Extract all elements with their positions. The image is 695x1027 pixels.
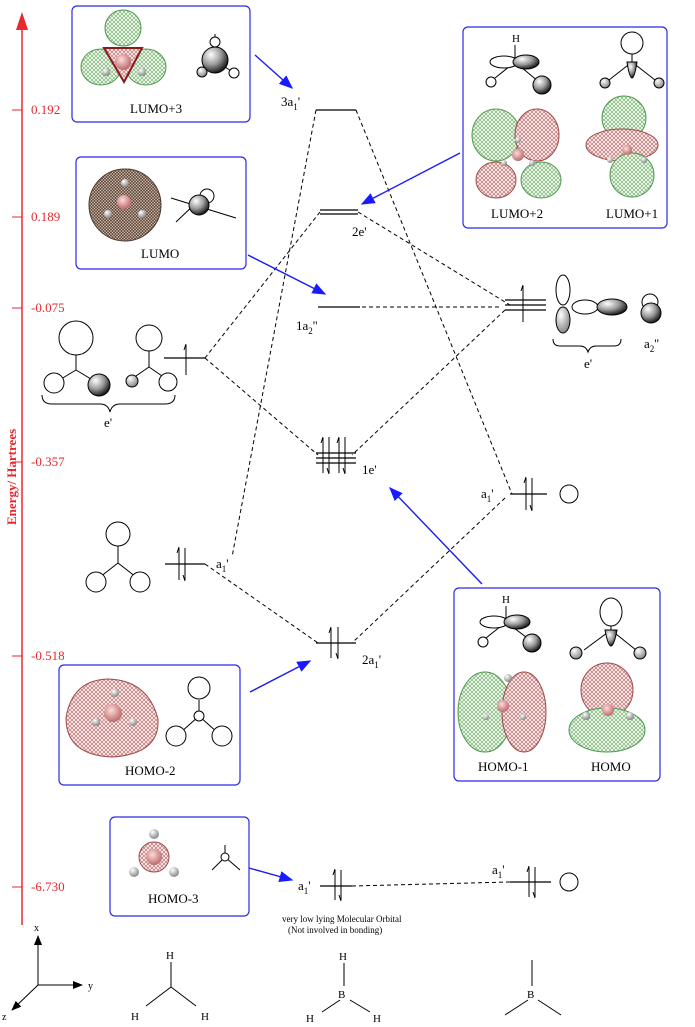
- molecule-b: B: [504, 960, 562, 1016]
- arrow-homo2: [249, 660, 312, 693]
- box-homo1-homo: H HOMO-1 HOMO: [453, 587, 661, 782]
- axis-y-label: y: [88, 981, 93, 992]
- bh3-h-top: H: [339, 951, 347, 963]
- axis-title: Energy/ Hartrees: [4, 429, 19, 525]
- box-homo2-label: HOMO-2: [125, 763, 176, 778]
- box-homo-label: HOMO: [591, 759, 631, 774]
- axis-tick-5: -6.730: [31, 879, 65, 894]
- core-note-1: very low lying Molecular Orbital: [282, 914, 402, 924]
- left-fragment: e' a1': [41, 320, 229, 593]
- box-lumo3: LUMO+3: [71, 5, 251, 123]
- level-2e-label: 2e': [352, 224, 367, 239]
- level-2a1-label: 2a1': [362, 652, 381, 670]
- core-note-2: (Not involved in bonding): [288, 925, 382, 935]
- arrow-lumo3: [254, 54, 294, 89]
- axis-arrow-icon: [16, 12, 28, 30]
- left-a1-label: a1': [216, 556, 229, 574]
- axis-tick-1: 0.189: [31, 209, 60, 224]
- axis-tick-2: -0.075: [31, 300, 65, 315]
- ch3-h-top: H: [166, 950, 174, 962]
- ch3-h-right: H: [201, 1011, 209, 1023]
- mo-levels: 3a1' 2e' 1a2'' 1e' 2a1': [281, 94, 381, 670]
- arrow-homo: [389, 486, 483, 585]
- bh3-h-left: H: [306, 1013, 314, 1025]
- box-homo3: HOMO-3: [109, 816, 250, 917]
- right-e-label: e': [584, 356, 592, 371]
- bh3-b: B: [338, 989, 345, 1001]
- core-left-label: a1': [298, 878, 311, 896]
- box-lumo2-h: H: [512, 33, 520, 45]
- blue-arrows: [247, 54, 483, 883]
- core-levels: a1' a1' very low lying Molecular Orbital…: [282, 862, 579, 935]
- core-right-label: a1': [492, 862, 505, 880]
- axis-tick-0: 0.192: [31, 102, 60, 117]
- box-lumo2-lumo1: H LUMO+2 LUMO+1: [462, 26, 668, 229]
- molecule-ch3: H H H: [131, 950, 209, 1023]
- level-1a2-label: 1a2'': [296, 318, 317, 336]
- level-1e: [316, 436, 356, 475]
- correlation-lines: [204, 109, 513, 887]
- right-fragment: e' a2'' a1': [481, 274, 662, 512]
- level-2a1: [316, 626, 356, 660]
- box-lumo3-label: LUMO+3: [130, 101, 182, 116]
- ch3-h-left: H: [131, 1011, 139, 1023]
- arrow-lumo2: [360, 152, 461, 205]
- arrow-homo3: [248, 867, 294, 883]
- box-homo1-label: HOMO-1: [478, 759, 529, 774]
- energy-axis: 0.192 0.189 -0.075 -0.357 -0.518 -6.730 …: [4, 12, 65, 925]
- box-lumo2-label: LUMO+2: [491, 206, 543, 221]
- bh3-h-right: H: [373, 1013, 381, 1025]
- coordinate-axes: x y z: [2, 923, 93, 1023]
- level-1e-label: 1e': [362, 462, 377, 477]
- axis-z-label: z: [2, 1012, 7, 1023]
- box-homo2: HOMO-2: [58, 664, 241, 786]
- axis-tick-4: -0.518: [31, 648, 65, 663]
- box-lumo-label: LUMO: [141, 246, 179, 261]
- axis-x-label: x: [34, 923, 39, 934]
- level-3a1-label: 3a1': [281, 94, 300, 112]
- box-homo3-label: HOMO-3: [148, 891, 199, 906]
- right-a1-label: a1': [481, 486, 494, 504]
- box-homo1-h: H: [502, 594, 510, 606]
- b-atom: B: [527, 989, 534, 1001]
- arrow-lumo: [247, 254, 327, 295]
- molecule-bh3: H B H H: [306, 951, 381, 1025]
- right-a2-label: a2'': [644, 336, 659, 354]
- box-lumo: LUMO: [75, 156, 247, 270]
- box-lumo1-label: LUMO+1: [606, 206, 658, 221]
- left-e-label: e': [104, 415, 112, 430]
- axis-tick-3: -0.357: [31, 454, 65, 469]
